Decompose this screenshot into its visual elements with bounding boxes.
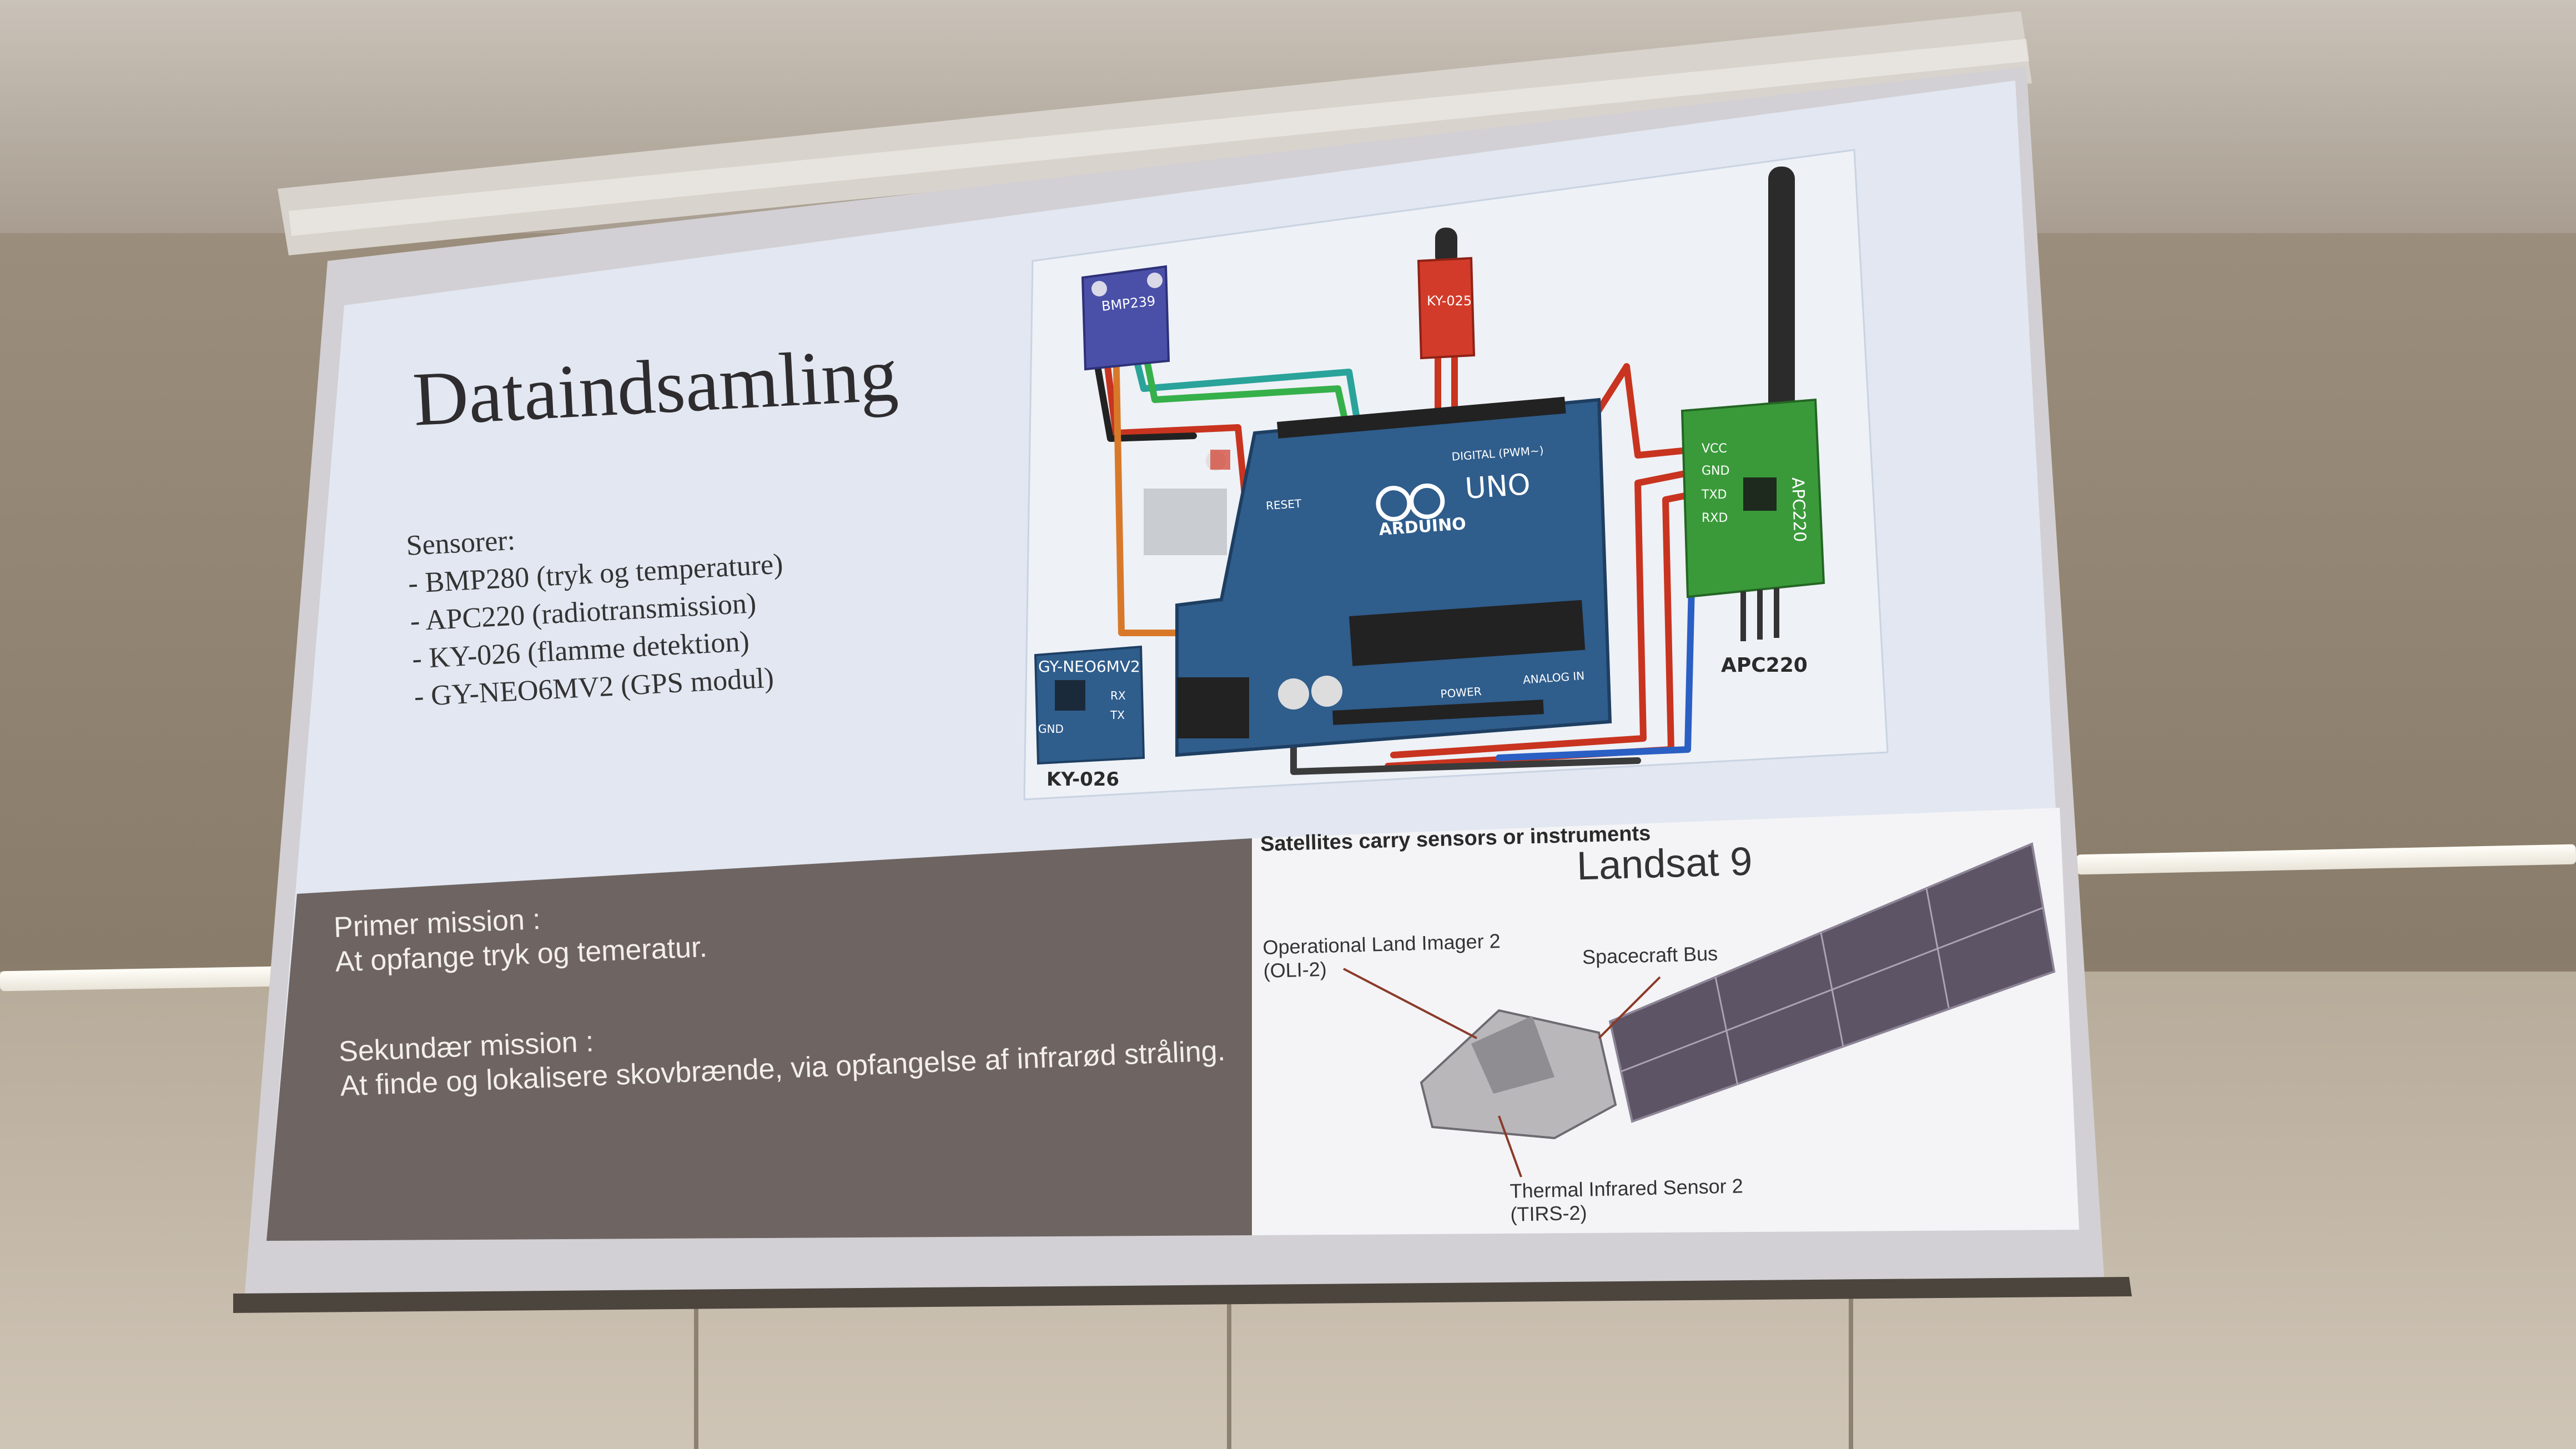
atmega-chip <box>1349 600 1586 666</box>
board-model: UNO <box>1464 468 1532 506</box>
wire-teal <box>1129 341 1364 442</box>
instrument-block <box>1471 1016 1554 1094</box>
bus-label: Spacecraft Bus <box>1582 942 1718 969</box>
power-label: POWER <box>1440 685 1482 701</box>
power-jack <box>1177 677 1249 738</box>
reset-label: RESET <box>1265 497 1302 512</box>
digital-header <box>1276 396 1566 439</box>
oli-label: Operational Land Imager 2 (OLI-2) <box>1262 929 1501 983</box>
tirs-label: Thermal Infrared Sensor 2 (TIRS-2) <box>1510 1174 1744 1226</box>
apc-chip <box>1743 477 1777 511</box>
arduino-logo-icon <box>1409 483 1445 519</box>
gps-chip <box>1055 680 1085 711</box>
wire-black-bmp <box>1090 341 1197 442</box>
flame-sensor-module: KY-025 <box>1417 228 1476 360</box>
wire-green <box>1140 341 1352 442</box>
gps-pin-gnd: GND <box>1038 722 1064 736</box>
capacitor <box>1278 678 1309 710</box>
capacitor <box>1311 676 1342 707</box>
reset-button-cap <box>1210 450 1230 470</box>
screen-bottom-bar <box>233 1277 2132 1313</box>
gps-label: GY-NEO6MV2 <box>1038 657 1140 676</box>
power-header <box>1332 700 1544 725</box>
arduino-uno-board: ARDUINO UNO DIGITAL (PWM~) ANALOG IN POW… <box>1144 396 1612 757</box>
antenna-icon <box>1768 167 1795 433</box>
usb-port <box>1144 489 1227 555</box>
apc-caption: APC220 <box>1721 654 1808 677</box>
apc-board-label: APC220 <box>1788 477 1809 542</box>
apc220-module: VCC GND TXD RXD APC220 <box>1681 167 1825 641</box>
sensor-list: Sensorer: - BMP280 (tryk og temperature)… <box>405 508 790 716</box>
mission-text: Primer mission : At opfange tryk og teme… <box>333 875 1226 1104</box>
screen-case-highlight <box>289 39 2029 236</box>
wire-orange-gps <box>1113 341 1180 636</box>
gps-module: GY-NEO6MV2 RX TX GND <box>1034 645 1145 765</box>
landsat-satellite <box>1343 842 2056 1178</box>
bmp-sensor-module: BMP239 <box>1081 265 1170 371</box>
oli-pointer <box>1343 968 1477 1039</box>
wire-apc-power <box>1390 469 1697 758</box>
gps-pin-rx: RX <box>1110 689 1126 702</box>
wire-apc-vcc <box>1584 363 1697 459</box>
mission-panel <box>266 838 1252 1241</box>
apc-pin-rxd: RXD <box>1702 511 1728 525</box>
apc-pin-gnd: GND <box>1702 464 1729 478</box>
bus-pointer <box>1598 976 1661 1039</box>
solar-array <box>1608 842 2056 1123</box>
tirs-pointer <box>1498 1115 1522 1178</box>
satellite-name: Landsat 9 <box>1576 839 1753 889</box>
apc-pin-vcc: VCC <box>1702 442 1727 456</box>
apc-pin-txd: TXD <box>1701 488 1727 502</box>
ir-led-icon <box>1435 228 1457 266</box>
gps-pin-tx: TX <box>1110 708 1125 722</box>
flame-label: KY-025 <box>1427 293 1472 309</box>
ky026-label: KY-026 <box>1046 768 1119 791</box>
